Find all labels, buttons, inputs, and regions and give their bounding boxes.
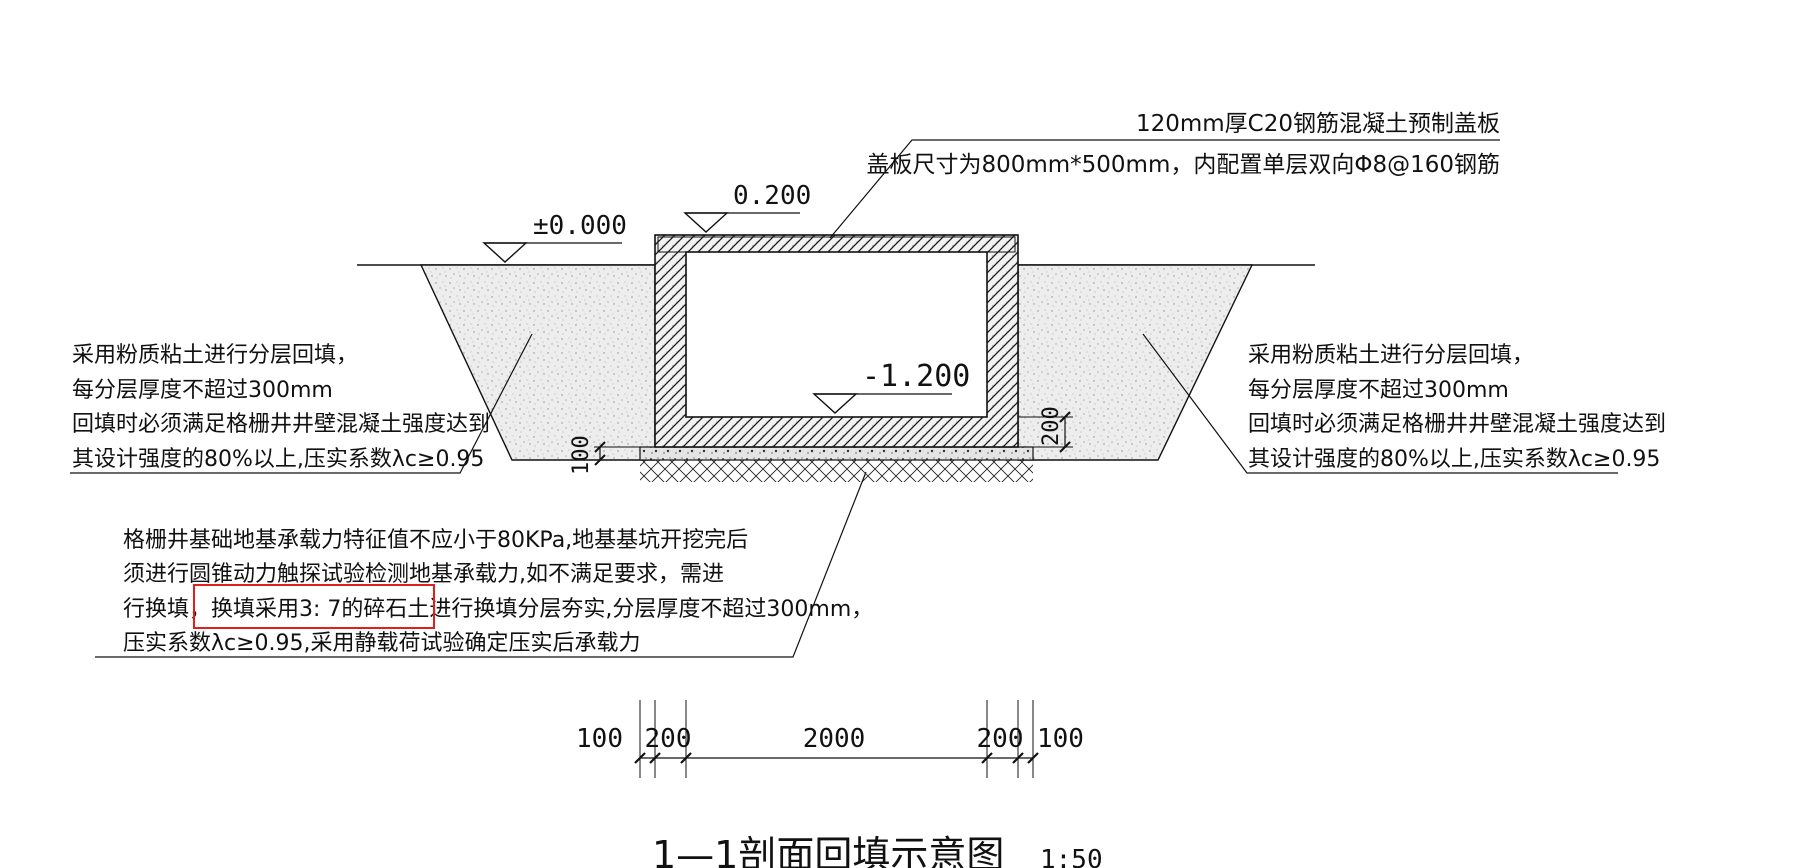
dim-slab-100	[594, 441, 640, 466]
backfill-left-line4: 其设计强度的80%以上,压实系数λc≥0.95	[72, 447, 484, 472]
bottom-dimension-chain	[634, 700, 1039, 778]
backfill-right-line3: 回填时必须满足格栅井井壁混凝土强度达到	[1248, 412, 1666, 437]
drawing-title: 1—1剖面回填示意图	[652, 833, 1004, 868]
backfill-left-line3: 回填时必须满足格栅井井壁混凝土强度达到	[72, 412, 490, 437]
dim-100-left: 100	[576, 724, 623, 754]
dim-base-200-label: 200	[1039, 406, 1064, 446]
dim-slab-100-label: 100	[569, 435, 594, 475]
elevation-bottom-label: -1.200	[862, 359, 970, 394]
backfill-right-leader	[1142, 333, 1618, 474]
foundation-note-line1: 格栅井基础地基承载力特征值不应小于80KPa,地基基坑开挖完后	[123, 528, 748, 553]
foundation-note-line3: 行换填，换填采用3: 7的碎石土进行换填分层夯实,分层厚度不超过300mm，	[123, 597, 873, 622]
cover-note-line1: 120mm厚C20钢筋混凝土预制盖板	[1136, 111, 1500, 137]
elevation-ground-marker	[482, 242, 622, 263]
drawing-scale: 1:50	[1040, 845, 1103, 868]
foundation-note-line4: 压实系数λc≥0.95,采用静载荷试验确定压实后承载力	[123, 631, 641, 656]
backfill-right-line2: 每分层厚度不超过300mm	[1248, 378, 1509, 403]
dim-base-200	[1018, 411, 1073, 453]
dim-200-right: 200	[977, 724, 1024, 754]
elevation-top-marker	[683, 212, 800, 233]
foundation-note: 格栅井基础地基承载力特征值不应小于80KPa,地基基坑开挖完后 须进行圆锥动力触…	[95, 471, 873, 658]
foundation-note-line3-prefix: 行换填，	[123, 597, 211, 622]
elevation-bottom-marker	[812, 393, 952, 414]
cover-note-leader	[829, 139, 1500, 239]
dim-200-left: 200	[645, 724, 692, 754]
cover-slab	[657, 236, 1016, 253]
foundation-note-line3-suffix: 换填分层夯实,分层厚度不超过300mm，	[473, 597, 873, 622]
foundation-note-line2: 须进行圆锥动力触探试验检测地基承载力,如不满足要求，需进	[123, 562, 724, 587]
elevation-ground-label: ±0.000	[533, 211, 627, 241]
backfill-left-line2: 每分层厚度不超过300mm	[72, 378, 333, 403]
foundation-note-leader	[95, 471, 867, 658]
cover-note-line2: 盖板尺寸为800mm*500mm，内配置单层双向Φ8@160钢筋	[866, 152, 1500, 178]
backfill-left-leader	[70, 333, 533, 474]
dim-2000: 2000	[803, 724, 866, 754]
subgrade-earth	[640, 460, 1033, 482]
foundation-note-line3-highlight: 换填采用3: 7的碎石土进行	[211, 597, 473, 622]
backfill-left-note: 采用粉质粘土进行分层回填， 每分层厚度不超过300mm 回填时必须满足格栅井井壁…	[70, 333, 533, 474]
dim-100-right: 100	[1037, 724, 1084, 754]
elevation-top-label: 0.200	[733, 181, 811, 211]
backfill-right-line4: 其设计强度的80%以上,压实系数λc≥0.95	[1248, 447, 1660, 472]
backfill-left-line1: 采用粉质粘土进行分层回填，	[72, 343, 358, 368]
gravel-cushion	[639, 446, 1034, 461]
backfill-right-line1: 采用粉质粘土进行分层回填，	[1248, 343, 1534, 368]
well-cavity	[685, 251, 988, 418]
backfill-right-note: 采用粉质粘土进行分层回填， 每分层厚度不超过300mm 回填时必须满足格栅井井壁…	[1142, 333, 1666, 474]
highlight-box	[193, 584, 435, 629]
